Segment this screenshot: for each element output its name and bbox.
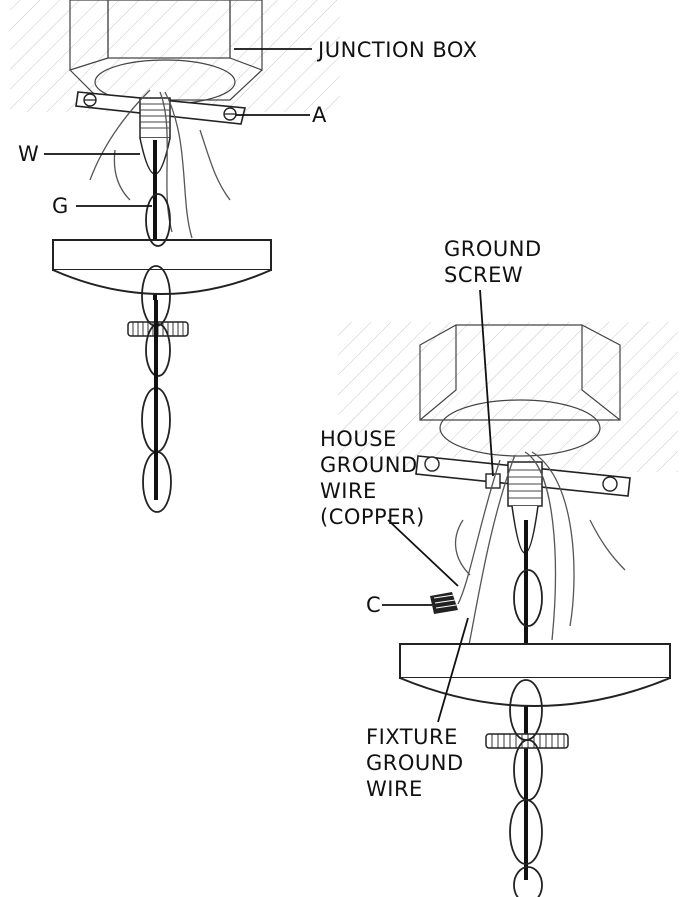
label-house-ground-wire-2: GROUND: [320, 453, 418, 477]
label-c: C: [366, 593, 381, 617]
house-wire-left: [113, 149, 131, 201]
label-junction-box: JUNCTION BOX: [316, 38, 477, 62]
supply-wire-right-2: [531, 451, 575, 627]
canopy-left: [52, 239, 272, 295]
ceiling-hatch-right: [338, 322, 678, 472]
wire-connector-c: [430, 592, 458, 614]
chain-right: [509, 569, 543, 897]
label-house-ground-wire-3: WIRE: [320, 479, 377, 503]
house-wire-right-b: [589, 519, 626, 571]
label-house-ground-wire-4: (COPPER): [320, 505, 425, 529]
label-fixture-ground-wire-2: GROUND: [366, 751, 464, 775]
ceiling-hatch-left: [10, 0, 340, 112]
house-wire-right: [199, 129, 231, 201]
label-w: W: [18, 142, 39, 166]
supply-wire-right-1: [524, 451, 557, 641]
label-ground-screw-2: SCREW: [444, 263, 523, 287]
label-fixture-ground-wire-1: FIXTURE: [366, 725, 458, 749]
label-a: A: [312, 103, 327, 127]
canopy-right: [399, 643, 671, 707]
white-wire-left: [89, 89, 151, 181]
top-left-assembly: [10, 0, 340, 513]
leader-lines: [44, 48, 494, 723]
house-ground-wire: [457, 459, 501, 605]
collar-right: [485, 733, 569, 749]
label-house-ground-wire-1: HOUSE: [320, 427, 397, 451]
fixture-ground-wire: [467, 454, 516, 651]
label-g: G: [52, 194, 69, 218]
house-wire-right-a: [454, 519, 471, 576]
right-assembly: [338, 322, 678, 897]
supply-wire-left-2: [164, 91, 193, 239]
label-ground-screw-1: GROUND: [444, 237, 542, 261]
supply-wire-left-1: [159, 91, 173, 233]
junction-box-right: [419, 324, 621, 457]
label-fixture-ground-wire-3: WIRE: [366, 777, 423, 801]
